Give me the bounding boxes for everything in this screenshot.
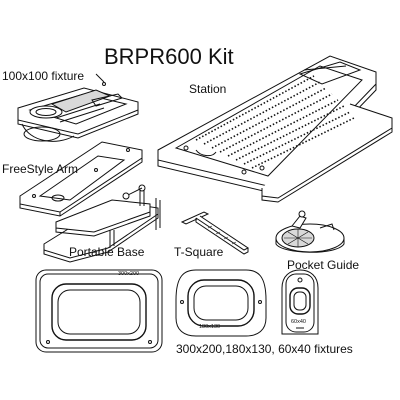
freestyle-arm-drawing xyxy=(19,141,143,217)
fixture-180-mark: 180x130 xyxy=(199,324,221,330)
fixture-60-mark: 60x40 xyxy=(291,319,306,325)
fixture-180-drawing xyxy=(175,269,267,337)
fixture-300-drawing xyxy=(35,269,163,353)
label-portable-base: Portable Base xyxy=(69,245,145,259)
label-t-square: T-Square xyxy=(174,245,224,259)
fixture-60-drawing xyxy=(281,269,319,335)
portable-base-drawing xyxy=(43,184,161,263)
fixture-300-mark: 300x200 xyxy=(118,271,140,277)
fixture-100-drawing xyxy=(17,73,139,142)
label-station: Station xyxy=(189,82,227,96)
label-freestyle-arm: FreeStyle Arm xyxy=(2,162,79,176)
kit-title: BRPR600 Kit xyxy=(104,44,234,69)
label-fixtures: 300x200,180x130, 60x40 fixtures xyxy=(176,342,353,356)
label-pocket-guide: Pocket Guide xyxy=(287,258,360,272)
station-drawing xyxy=(157,55,393,203)
label-100x100-fixture: 100x100 fixture xyxy=(2,69,85,83)
t-square-drawing xyxy=(180,211,249,255)
pocket-guide-drawing xyxy=(275,210,345,253)
